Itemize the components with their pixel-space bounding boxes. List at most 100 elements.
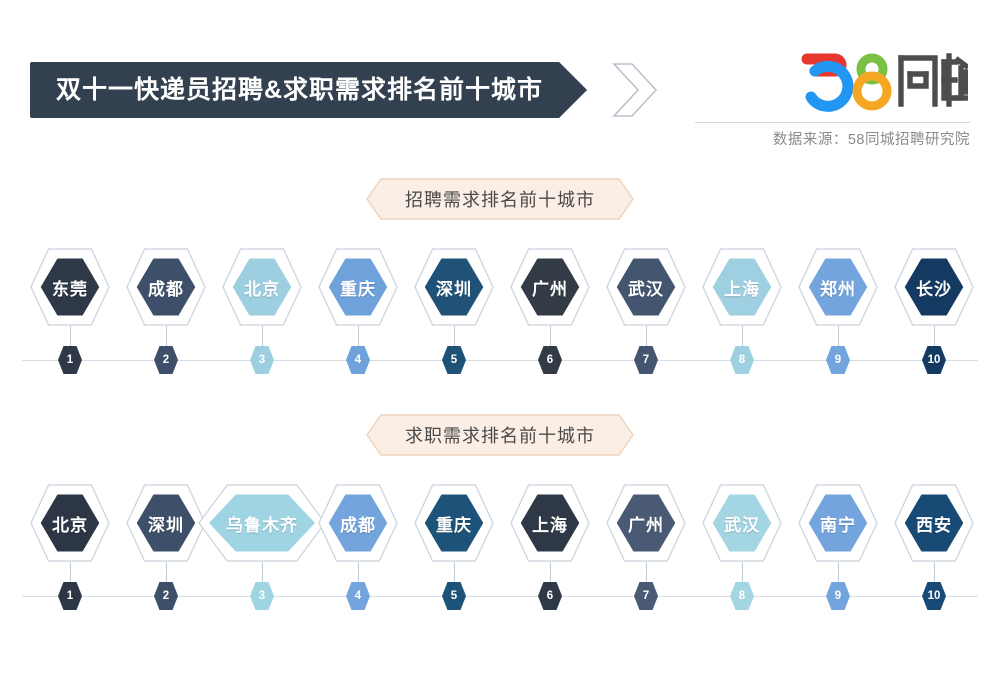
rank-number-hexagon[interactable] bbox=[921, 581, 947, 611]
logo-graphic bbox=[801, 53, 968, 112]
city-hexagon-fill bbox=[133, 491, 199, 555]
city-hexagon[interactable] bbox=[222, 248, 302, 326]
connector-stem bbox=[454, 326, 455, 347]
rank-track-line bbox=[22, 596, 978, 597]
connector-stem bbox=[166, 562, 167, 583]
source-divider bbox=[695, 122, 970, 123]
city-hexagon[interactable] bbox=[798, 484, 878, 562]
city-hexagon[interactable] bbox=[702, 484, 782, 562]
rank-number-hexagon[interactable] bbox=[633, 345, 659, 375]
connector-stem bbox=[742, 326, 743, 347]
rank-number-hexagon[interactable] bbox=[249, 581, 275, 611]
rank-number-hexagon[interactable] bbox=[633, 581, 659, 611]
connector-stem bbox=[454, 562, 455, 583]
city-hexagon[interactable] bbox=[606, 484, 686, 562]
connector-stem bbox=[70, 326, 71, 347]
section-heading-shape bbox=[366, 414, 634, 456]
page-title: 双十一快递员招聘&求职需求排名前十城市 bbox=[56, 75, 544, 104]
rank-number-hexagon[interactable] bbox=[153, 581, 179, 611]
city-hexagon[interactable] bbox=[414, 248, 494, 326]
rank-number-hexagon[interactable] bbox=[441, 581, 467, 611]
city-hexagon[interactable] bbox=[702, 248, 782, 326]
city-hexagon[interactable] bbox=[606, 248, 686, 326]
city-hexagon[interactable] bbox=[510, 248, 590, 326]
connector-stem bbox=[550, 562, 551, 583]
city-hexagon-fill bbox=[325, 491, 391, 555]
rank-number-hexagon[interactable] bbox=[153, 345, 179, 375]
city-hexagon-fill bbox=[901, 255, 967, 319]
page-header: 双十一快递员招聘&求职需求排名前十城市 bbox=[0, 0, 1000, 160]
city-hexagon-fill bbox=[133, 255, 199, 319]
rank-number-hexagon[interactable] bbox=[729, 581, 755, 611]
city-hexagon-fill bbox=[421, 491, 487, 555]
connector-stem bbox=[262, 562, 263, 583]
city-hexagon-fill bbox=[421, 255, 487, 319]
city-hexagon-fill bbox=[37, 491, 103, 555]
connector-stem bbox=[934, 326, 935, 347]
rank-number-hexagon[interactable] bbox=[57, 345, 83, 375]
rank-number-hexagon[interactable] bbox=[825, 345, 851, 375]
city-hexagon-fill bbox=[229, 255, 295, 319]
rank-number-hexagon[interactable] bbox=[729, 345, 755, 375]
city-hexagon-fill bbox=[325, 255, 391, 319]
city-hexagon[interactable] bbox=[798, 248, 878, 326]
city-hexagon[interactable] bbox=[318, 248, 398, 326]
city-hexagon-fill bbox=[613, 255, 679, 319]
connector-stem bbox=[358, 562, 359, 583]
city-hexagon-fill bbox=[204, 491, 320, 555]
city-hexagon[interactable] bbox=[198, 484, 326, 562]
city-hexagon-fill bbox=[37, 255, 103, 319]
rank-number-hexagon[interactable] bbox=[345, 345, 371, 375]
rank-number-hexagon[interactable] bbox=[345, 581, 371, 611]
rank-number-hexagon[interactable] bbox=[57, 581, 83, 611]
connector-stem bbox=[838, 562, 839, 583]
city-hexagon[interactable] bbox=[894, 484, 974, 562]
connector-stem bbox=[934, 562, 935, 583]
city-hexagon[interactable] bbox=[126, 484, 206, 562]
city-hexagon[interactable] bbox=[318, 484, 398, 562]
city-hexagon-fill bbox=[613, 491, 679, 555]
rank-number-hexagon[interactable] bbox=[537, 581, 563, 611]
rank-number-hexagon[interactable] bbox=[441, 345, 467, 375]
city-hexagon[interactable] bbox=[126, 248, 206, 326]
rank-number-hexagon[interactable] bbox=[537, 345, 563, 375]
city-hexagon[interactable] bbox=[510, 484, 590, 562]
city-hexagon-fill bbox=[517, 491, 583, 555]
data-source-text: 数据来源：58同城招聘研究院 bbox=[772, 132, 970, 148]
city-hexagon[interactable] bbox=[414, 484, 494, 562]
section-heading-label: 求职需求排名前十城市 bbox=[405, 426, 595, 446]
city-hexagon-fill bbox=[805, 255, 871, 319]
rank-number-hexagon[interactable] bbox=[921, 345, 947, 375]
rank-number-hexagon[interactable] bbox=[249, 345, 275, 375]
section-heading-label: 招聘需求排名前十城市 bbox=[405, 190, 595, 210]
city-hexagon[interactable] bbox=[30, 484, 110, 562]
rank-number-hexagon[interactable] bbox=[825, 581, 851, 611]
city-hexagon[interactable] bbox=[30, 248, 110, 326]
banner-chevron-outline bbox=[612, 63, 658, 117]
connector-stem bbox=[166, 326, 167, 347]
city-hexagon[interactable] bbox=[894, 248, 974, 326]
connector-stem bbox=[742, 562, 743, 583]
